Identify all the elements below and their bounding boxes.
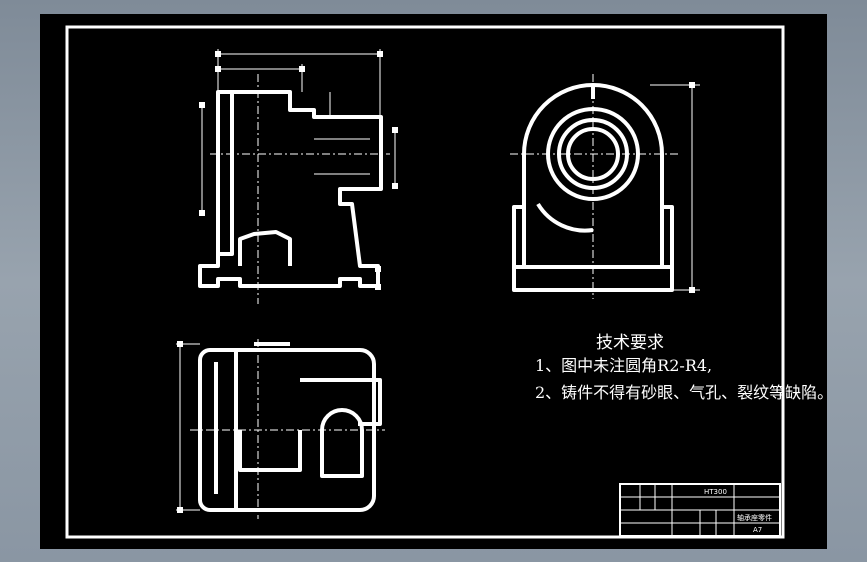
tech-req-title: 技术要求: [596, 333, 664, 353]
top-view: [198, 342, 382, 512]
title-block-drawing-no: A7: [753, 526, 763, 534]
tech-req-item-1: 1、图中未注圆角R2-R4,: [535, 356, 713, 375]
title-block-part-name: 轴承座零件: [737, 514, 772, 522]
front-view-dim-markers: [199, 51, 398, 290]
front-view: [198, 90, 383, 288]
side-view-dim-markers: [689, 82, 695, 293]
title-block-material: HT300: [704, 488, 727, 496]
drawing-sheet: 技术要求 1、图中未注圆角R2-R4, 2、铸件不得有砂眼、气孔、裂纹等缺陷。 …: [40, 14, 833, 549]
side-view-thin: [510, 74, 700, 299]
title-block: [619, 483, 781, 537]
top-view-thin: [176, 339, 385, 519]
top-view-dim-markers: [177, 341, 183, 513]
tech-req-item-2: 2、铸件不得有砂眼、气孔、裂纹等缺陷。: [535, 383, 834, 402]
cad-drawing: [65, 25, 785, 539]
drawing-frame: [65, 25, 785, 539]
